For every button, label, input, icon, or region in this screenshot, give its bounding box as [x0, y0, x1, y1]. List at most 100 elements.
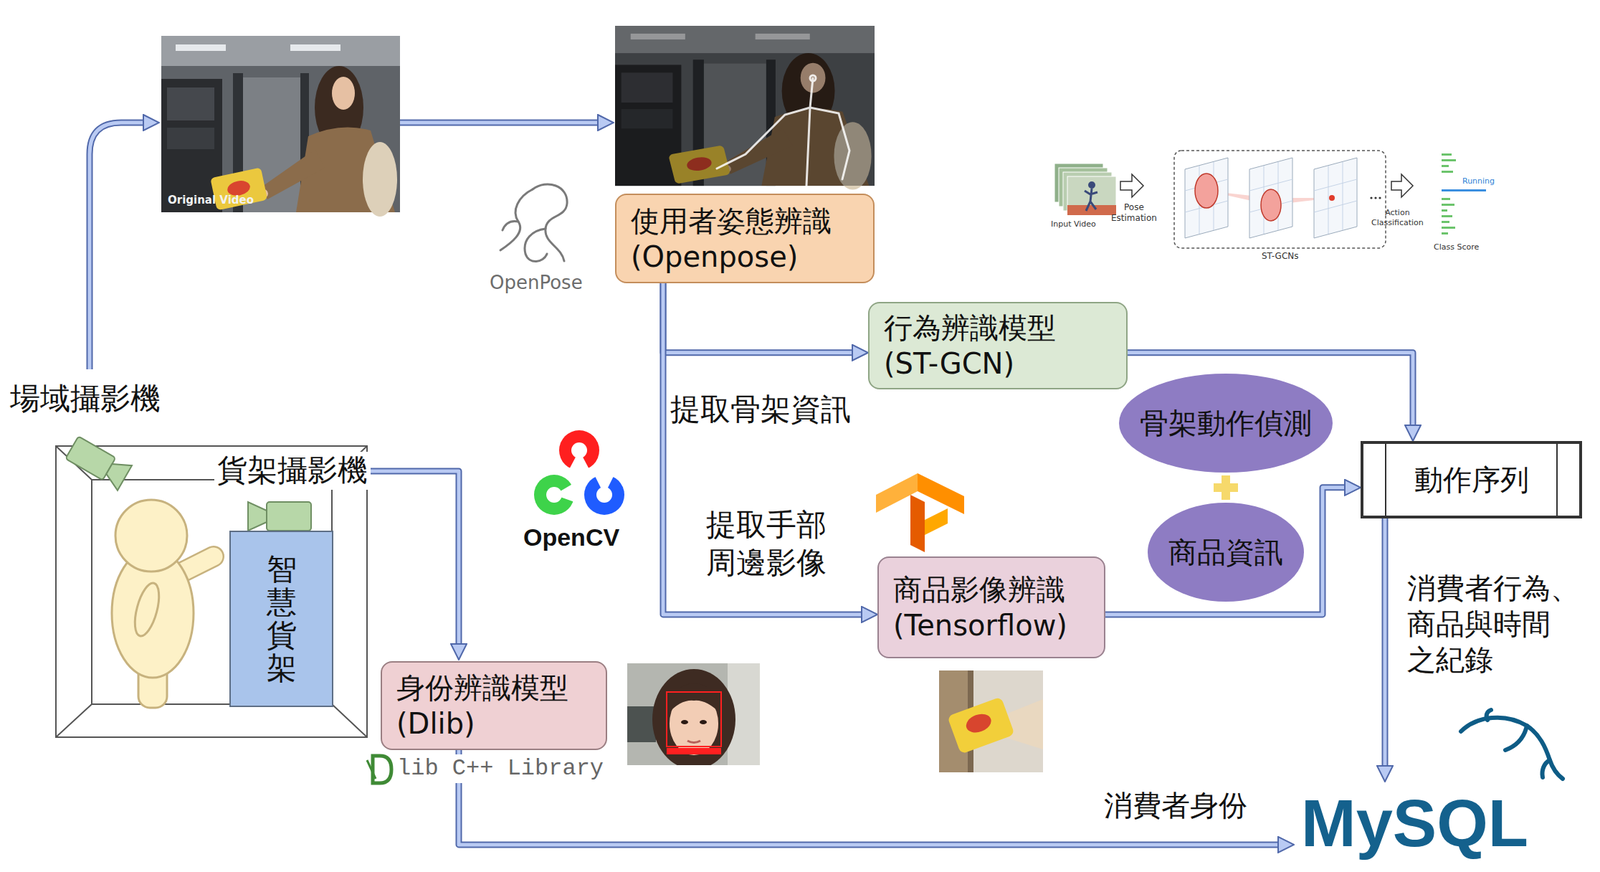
- plus-sign: [1213, 475, 1238, 500]
- pose-photo: [716, 78, 813, 169]
- flow-arrow: [1105, 487, 1345, 615]
- tensorflow-logo: [910, 494, 925, 552]
- openpose-logo: [502, 221, 519, 231]
- product-photo: [939, 670, 1044, 773]
- watermark: Original Video: [167, 193, 254, 208]
- store-room: [55, 445, 368, 737]
- queue-box: 動作序列: [1360, 440, 1583, 519]
- face-photo: [681, 719, 689, 725]
- face-photo: [668, 683, 721, 714]
- flow-arrow: [89, 122, 144, 370]
- openpose-logo: [532, 184, 568, 261]
- flow-arrow: [89, 122, 598, 644]
- node-text: 智慧貨架: [266, 552, 297, 686]
- face-photo: [666, 747, 722, 755]
- pose-photo: [615, 25, 875, 190]
- stgcn-figure: [1441, 170, 1454, 173]
- model-box: 行為辨識模型 (ST-GCN): [868, 301, 1128, 390]
- node-text: 身份辨識模型 (Dlib): [396, 669, 592, 742]
- openpose-logo: [500, 189, 533, 251]
- stgcn-figure: [1441, 159, 1456, 162]
- figure-text: Class Score: [1433, 242, 1479, 253]
- stgcn-figure: [1374, 196, 1377, 199]
- product-photo: [963, 710, 994, 736]
- mysql-dolphin: [1486, 709, 1492, 720]
- flow-arrow: [1105, 487, 1345, 615]
- stgcn-figure: [1054, 150, 1487, 249]
- stgcn-figure: [1329, 194, 1335, 201]
- customer-figure: [130, 580, 165, 639]
- flow-arrow: [1383, 518, 1388, 766]
- figure-text: Input Video: [1050, 219, 1097, 230]
- dlib-logo: [367, 755, 392, 783]
- stgcn-figure: [1378, 196, 1381, 199]
- dlib-logo: [372, 755, 392, 783]
- camera-photo: [161, 35, 400, 217]
- info-circle: 商品資訊: [1146, 501, 1305, 603]
- stgcn-figure: [1194, 173, 1218, 208]
- stgcn-figure: [1441, 232, 1449, 235]
- store-room: [91, 479, 332, 704]
- dlib-logo: [367, 759, 376, 779]
- face-photo: [699, 719, 707, 725]
- stgcn-figure: [1067, 205, 1117, 216]
- stgcn-figure: [1391, 174, 1413, 198]
- flow-arrow: [400, 119, 598, 127]
- stgcn-figure: [1441, 203, 1455, 206]
- camera-label: 貨架攝影機: [214, 451, 371, 490]
- flow-arrow: [89, 122, 144, 370]
- queue-divider: [1384, 443, 1387, 516]
- logo-text: OpenCV: [523, 521, 620, 553]
- stgcn-figure: [1441, 226, 1456, 229]
- flow-arrow: [367, 470, 459, 644]
- flow-arrow: [367, 470, 459, 644]
- camera-icon: [101, 456, 132, 491]
- openpose-logo: [524, 228, 547, 262]
- flow-arrow: [663, 283, 862, 615]
- figure-text: Action Classification: [1371, 207, 1424, 228]
- node-text: MySQL: [1301, 787, 1545, 860]
- stgcn-figure: [1184, 157, 1228, 238]
- store-room: [55, 445, 368, 737]
- face-photo: [687, 740, 701, 743]
- flow-arrow: [663, 283, 853, 353]
- product-photo: [946, 696, 1015, 755]
- node-text: 商品資訊: [1154, 534, 1298, 570]
- flow-arrow: [400, 121, 598, 125]
- camera-photo: [161, 35, 400, 217]
- stgcn-figure: [1249, 162, 1293, 234]
- stgcn-figure: [1441, 189, 1487, 192]
- mysql-dolphin: [1505, 725, 1527, 750]
- camera-label: 場域攝影機: [10, 379, 161, 418]
- pose-photo: [810, 107, 850, 180]
- pose-photo: [810, 75, 816, 82]
- opencv-logo: [534, 430, 625, 515]
- flow-arrow: [663, 283, 853, 353]
- stgcn-figure: [1441, 215, 1453, 218]
- pose-photo: [615, 25, 875, 190]
- node-text: 動作序列: [1406, 461, 1537, 498]
- node-text: 商品影像辨識 (Tensorflow): [893, 571, 1090, 644]
- stgcn-figure: [1441, 220, 1450, 223]
- opencv-logo: [554, 480, 579, 504]
- edge-label: 提取手部 周邊影像: [706, 506, 827, 582]
- edge-label: 提取骨架資訊: [670, 390, 851, 429]
- circle-shape: [1147, 502, 1304, 602]
- stgcn-figure: [1441, 197, 1451, 200]
- face-photo: [627, 706, 656, 742]
- opencv-logo: [592, 471, 616, 495]
- model-box: 商品影像辨識 (Tensorflow): [877, 556, 1106, 659]
- stgcn-figure: [1441, 153, 1456, 235]
- stgcn-figure: [1184, 162, 1357, 234]
- info-circle: 骨架動作偵測: [1118, 372, 1334, 474]
- node-text: 行為辨識模型 (ST-GCN): [883, 309, 1112, 382]
- shelf-box: 智慧貨架: [229, 530, 334, 707]
- flow-arrow: [1382, 518, 1389, 766]
- flow-arrow: [1105, 487, 1345, 615]
- figure-text: Running: [1462, 176, 1495, 187]
- flow-arrow: [663, 283, 853, 353]
- stgcn-figure: [1260, 189, 1282, 221]
- logo-text: lib C++ Library: [394, 754, 607, 783]
